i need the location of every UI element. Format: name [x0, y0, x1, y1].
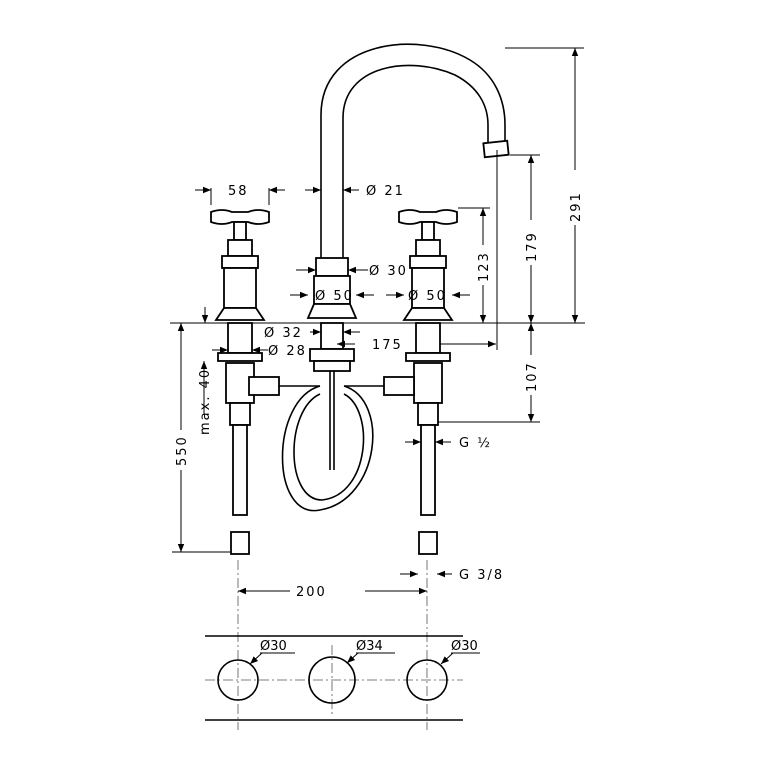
dim-center-spacing: 200 [296, 585, 327, 600]
dim-hose-length: 550 [175, 435, 190, 466]
dim-shank-28: Ø 28 [268, 344, 307, 359]
dim-thread-half: G ½ [459, 436, 492, 451]
dim-spout-outlet-height: 179 [525, 231, 540, 262]
hole-left-label: Ø30 [260, 639, 287, 654]
dim-handle-width: 58 [228, 184, 249, 199]
dim-handle-height: 123 [477, 251, 492, 282]
hole-right [406, 659, 448, 701]
hole-right-label: Ø30 [451, 639, 478, 654]
dim-spout-diameter: Ø 21 [366, 184, 405, 199]
dim-total-height: 291 [569, 191, 584, 222]
dim-thread-3-8: G 3/8 [459, 568, 504, 583]
hole-center-label: Ø34 [356, 639, 383, 654]
deck-hole-layout: Ø30 Ø34 Ø30 [205, 635, 480, 721]
right-valve [344, 209, 458, 555]
dim-spout-collar-diameter: Ø 30 [369, 264, 408, 279]
connecting-hose [281, 385, 374, 512]
dim-shank-32: Ø 32 [264, 326, 303, 341]
dim-spout-base-diameter: Ø 50 [315, 289, 354, 304]
dim-spout-reach: 175 [372, 338, 403, 353]
left-valve [210, 209, 320, 555]
dim-valve-base-diameter: Ø 50 [408, 289, 447, 304]
dim-below-deck: 107 [525, 361, 540, 392]
dim-max-deck-thickness: max. 40 [198, 368, 213, 435]
hole-left [217, 659, 259, 701]
hole-center [308, 656, 356, 704]
